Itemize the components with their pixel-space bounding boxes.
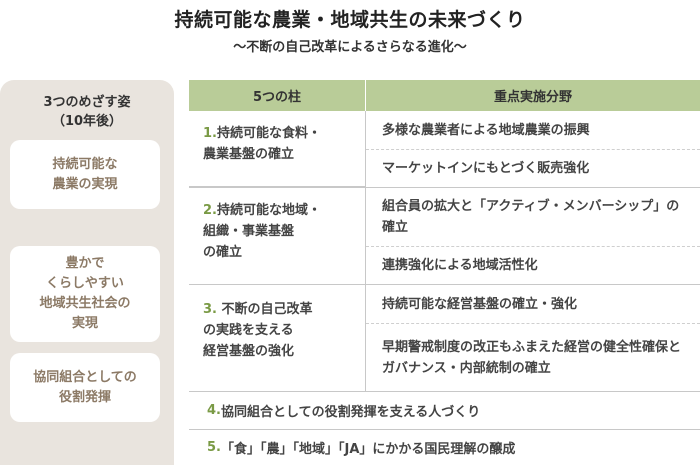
area-3-2: 早期警戒制度の改正もふまえた経営の健全性確保とガバナンス・内部統制の確立 [382, 339, 682, 376]
area-2-1: 組合員の拡大と「アクティブ・メンバーシップ」の確立 [382, 199, 680, 235]
dashed-divider [366, 323, 700, 324]
row-divider [189, 187, 700, 188]
goal-card-cooperative: 協同組合としての 役割発揮 [10, 353, 160, 422]
pillar-1: 1.持続可能な食料・ 農業基盤の確立 [189, 111, 365, 187]
pillar-3: 3. 不断の自己改革 の実践を支える 経営基盤の強化 [189, 285, 365, 391]
pillar-2: 2.持続可能な地域・ 組織・事業基盤 の確立 [189, 188, 365, 284]
goals-heading: 3つのめざす姿 （10年後） [0, 93, 174, 131]
goals-heading-line1: 3つのめざす姿 [43, 95, 131, 110]
pillar-number: 2. [203, 203, 217, 218]
dashed-divider [366, 149, 700, 150]
row-divider [189, 284, 700, 285]
pillar-4: 4. 協同組合としての役割発揮を支える人づくり [189, 392, 700, 429]
pillar-text: 協同組合としての役割発揮を支える人づくり [220, 405, 481, 420]
pillar-number: 5. [207, 440, 221, 455]
pillars-table: 5つの柱 重点実施分野 1.持続可能な食料・ 農業基盤の確立 多様な農業者による… [189, 80, 700, 465]
goals-panel: 3つのめざす姿 （10年後） 持続可能な 農業の実現 豊かで くらしやすい 地域… [0, 80, 174, 465]
dashed-divider [366, 246, 700, 247]
header-pillars: 5つの柱 [189, 80, 365, 111]
row-divider [189, 429, 700, 430]
pillar-number: 1. [203, 126, 217, 141]
area-2-2: 連携強化による地域活性化 [382, 258, 538, 273]
area-1-2: マーケットインにもとづく販売強化 [382, 161, 590, 176]
header-focus-areas: 重点実施分野 [366, 80, 700, 111]
pillar-text: 持続可能な食料・ 農業基盤の確立 [203, 126, 321, 162]
page-subtitle: ～不断の自己改革によるさらなる進化～ [233, 40, 467, 55]
goal-card-agriculture: 持続可能な 農業の実現 [10, 140, 160, 209]
goal-text: 持続可能な 農業の実現 [52, 156, 118, 192]
pillar-text: 持続可能な地域・ 組織・事業基盤 の確立 [203, 203, 321, 260]
area-3-1: 持続可能な経営基盤の確立・強化 [382, 296, 578, 312]
pillar-number: 3. [203, 302, 217, 317]
area-1-1: 多様な農業者による地域農業の振興 [382, 122, 590, 138]
pillar-5: 5.「食」「農」「地域」「JA」にかかる国民理解の醸成 [189, 430, 700, 465]
goals-heading-line2: （10年後） [51, 114, 123, 129]
pillar-number: 4. [207, 403, 221, 418]
goal-text: 豊かで くらしやすい 地域共生社会の 実現 [39, 256, 131, 331]
column-divider [365, 111, 366, 391]
pillar-text: 不断の自己改革 の実践を支える 経営基盤の強化 [203, 302, 313, 359]
row-divider [189, 391, 700, 392]
page-title: 持続可能な農業・地域共生の未来づくり [174, 9, 526, 31]
goal-text: 協同組合としての 役割発揮 [33, 369, 137, 405]
pillar-text: 「食」「農」「地域」「JA」にかかる国民理解の醸成 [220, 442, 516, 457]
goal-card-community: 豊かで くらしやすい 地域共生社会の 実現 [10, 246, 160, 342]
